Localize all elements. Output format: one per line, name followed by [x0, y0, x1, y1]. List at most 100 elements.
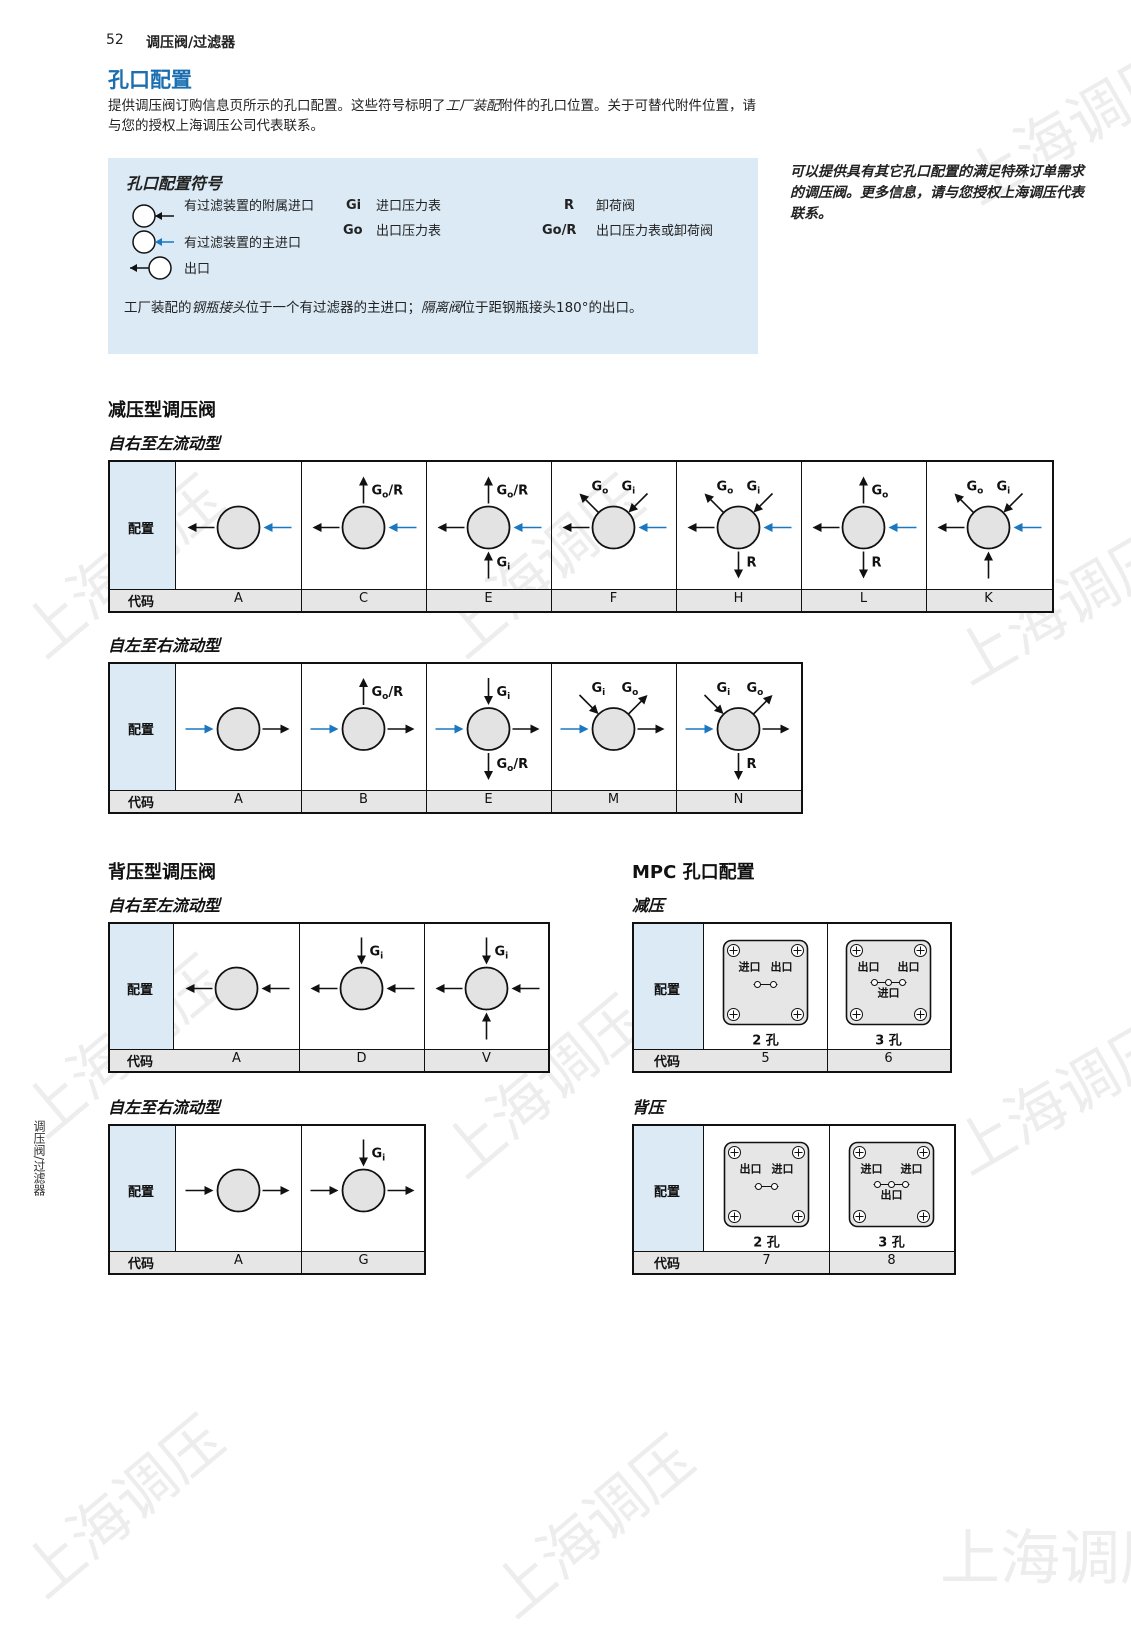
label-column	[634, 1126, 704, 1273]
port-name: 出口	[858, 960, 880, 974]
legend-gi-text: 进口压力表	[376, 199, 442, 214]
config-label: 配置	[127, 982, 154, 998]
port-label: R	[747, 556, 757, 571]
mpc-section-title: MPC 孔口配置	[632, 862, 755, 883]
regulator-body	[966, 505, 1011, 550]
cell-divider	[676, 664, 677, 812]
port-label: Gi	[497, 685, 511, 702]
config-label: 配置	[128, 521, 155, 537]
code-label: 代码	[127, 1055, 154, 1070]
main-inlet-arrow	[310, 724, 339, 734]
port-label: Gi	[622, 480, 636, 497]
code-row	[634, 1049, 950, 1071]
port-diagram: Go/R	[310, 678, 415, 751]
config-code: 5	[761, 1051, 770, 1066]
top-port-arrow	[359, 476, 368, 504]
top-port-arrow	[484, 678, 493, 705]
port-name: 出口	[740, 1162, 762, 1176]
config-label: 配置	[654, 1184, 681, 1200]
regulator-body	[591, 707, 636, 751]
config-code: H	[733, 591, 744, 606]
main-inlet-arrow	[763, 523, 792, 532]
code-row	[634, 1251, 954, 1273]
outlet-arrow	[262, 724, 290, 734]
label-column	[110, 462, 176, 611]
cell-divider	[827, 924, 828, 1071]
cell-divider	[551, 664, 552, 812]
config-code: F	[609, 591, 618, 606]
diag-port-arrow	[752, 695, 773, 715]
mpc-plate: 进口出口2 孔	[722, 939, 809, 1049]
config-label: 配置	[128, 1184, 155, 1200]
inlet-arrow	[310, 1186, 339, 1195]
inlet-arrow	[386, 984, 415, 993]
back-rtl-title: 自右至左流动型	[108, 896, 221, 915]
port-diagram: Gi	[310, 937, 415, 1011]
top-port-arrow	[359, 1139, 368, 1167]
bottom-port-arrow	[984, 551, 993, 579]
config-code: N	[733, 792, 744, 807]
mpc-reducing-title: 减压	[632, 896, 665, 915]
config-code: A	[234, 1253, 243, 1268]
diag-port-arrow	[954, 493, 975, 514]
outlet-arrow	[387, 1186, 415, 1195]
port-label: Go/R	[497, 757, 529, 774]
port-label: Go	[592, 480, 609, 497]
port-symbol-legend: 孔口配置符号 有过滤装置的附属进口 有过滤装置的主进口 出口 Gi 进口压力表 …	[108, 158, 758, 354]
mpc-plate: 出口出口进口3 孔	[845, 939, 932, 1049]
config-code: E	[484, 792, 493, 807]
legend-r-text: 卸荷阀	[596, 199, 636, 214]
outlet-arrow	[437, 523, 465, 532]
mpc-plate: 进口进口出口3 孔	[848, 1141, 935, 1251]
port-diagram	[185, 707, 290, 751]
port-label: Go	[622, 681, 639, 698]
cell-divider	[926, 462, 927, 611]
port-diagram	[185, 1168, 290, 1213]
outlet-arrow	[812, 523, 840, 532]
legend-aux-inlet: 有过滤装置的附属进口	[184, 199, 315, 214]
regulator-body	[716, 505, 761, 550]
watermark: 上海调压	[941, 1007, 1131, 1189]
legend-gor-text: 出口压力表或卸荷阀	[596, 224, 714, 239]
back-section-title: 背压型调压阀	[108, 862, 216, 883]
diag-port-arrow	[628, 492, 649, 513]
port-name: 出口	[881, 1188, 903, 1202]
regulator-body	[216, 707, 261, 751]
cell-divider	[299, 924, 300, 1071]
bottom-port-arrow	[484, 551, 493, 579]
port-diagram	[187, 505, 292, 550]
port-diagram: Gi	[310, 1139, 415, 1213]
code-row	[110, 1049, 548, 1071]
config-label: 配置	[654, 982, 681, 998]
regulator-body	[214, 966, 259, 1011]
label-column	[110, 1126, 176, 1273]
diag-port-arrow	[703, 694, 724, 714]
port-label: Gi	[495, 945, 509, 962]
port-label: Go/R	[497, 484, 529, 501]
port-label: R	[872, 556, 882, 571]
legend-go-symbol: Go	[343, 223, 363, 238]
hole-count: 2 孔	[752, 1034, 779, 1049]
main-inlet-arrow	[1013, 523, 1042, 532]
legend-symbols	[130, 204, 174, 280]
cell-divider	[301, 664, 302, 812]
regulator-body	[341, 707, 386, 751]
port-name: 出口	[898, 960, 920, 974]
config-code: B	[359, 792, 368, 807]
intro-paragraph: 提供调压阀订购信息页所示的孔口配置。这些符号标明了工厂装配附件的孔口位置。关于可…	[108, 98, 756, 134]
watermark: 上海调压	[9, 1403, 238, 1612]
header-section-title: 调压阀/过滤器	[146, 35, 236, 51]
legend-gor-symbol: Go/R	[542, 223, 577, 238]
legend-go-text: 出口压力表	[376, 224, 442, 239]
port-diagram: Go/R	[312, 476, 417, 550]
port-name: 进口	[901, 1162, 923, 1176]
port-name: 进口	[772, 1162, 794, 1176]
outlet-arrow	[937, 523, 965, 532]
main-inlet-arrow	[560, 724, 589, 734]
